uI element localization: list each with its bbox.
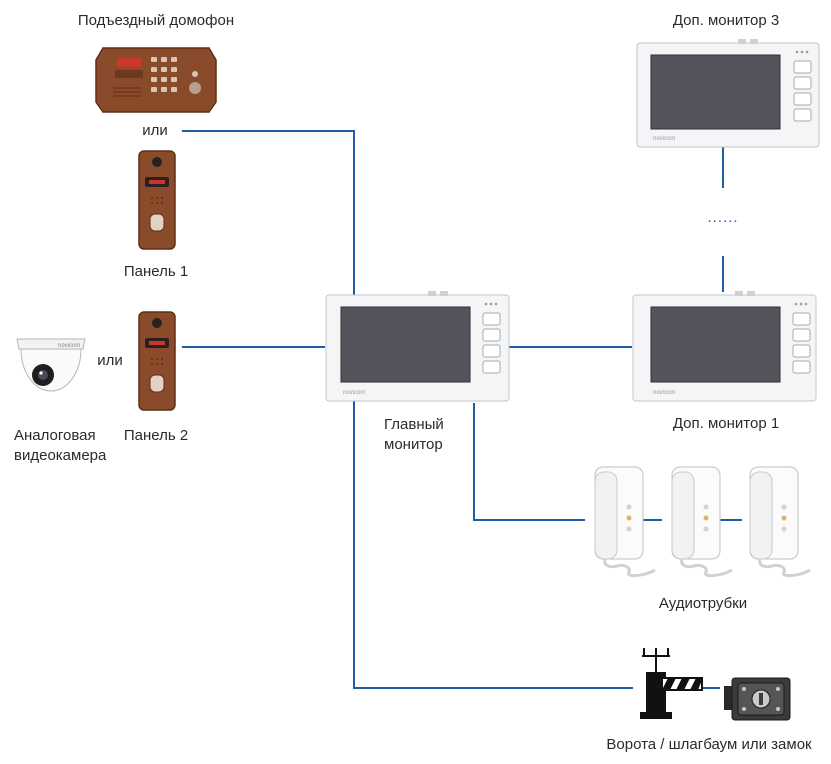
camera-label-line1: Аналоговая [14, 427, 96, 444]
handset-icon [749, 466, 811, 578]
brand-mark: novicom [653, 390, 675, 396]
lock-icon [724, 677, 791, 721]
audio-handsets-label: Аудиотрубки [658, 595, 748, 612]
handset-icon [671, 466, 733, 578]
brand-mark: novicom [653, 136, 675, 142]
main-monitor-label-line2: монитор [384, 436, 443, 453]
brand-mark: novicom [58, 343, 80, 349]
extra-monitor-1-label: Доп. монитор 1 [672, 415, 780, 432]
panel2-label: Панель 2 [123, 427, 189, 444]
dome-camera-icon: novicom [16, 338, 86, 392]
monitor-icon: novicom [636, 39, 820, 148]
gate-lock-label: Ворота / шлагбаум или замок [606, 736, 812, 753]
call-panel-icon [138, 150, 176, 250]
call-panel-icon [138, 311, 176, 411]
extra-monitor-3-label: Доп. монитор 3 [672, 12, 780, 29]
brand-mark: novicom [343, 390, 365, 396]
barrier-icon [640, 648, 703, 719]
camera-label-line2: видеокамера [14, 447, 107, 464]
or-label: или [97, 352, 123, 369]
door-intercom-label: Подъездный домофон [77, 12, 235, 29]
panel1-label: Панель 1 [123, 263, 189, 280]
or-label: или [142, 122, 168, 139]
continuation-dots: ...... [707, 209, 739, 226]
wire-main-handsets [473, 403, 585, 521]
monitor-icon: novicom [632, 291, 817, 402]
main-monitor-label-line1: Главный [384, 416, 444, 433]
handset-icon [594, 466, 656, 578]
door-intercom-icon [95, 47, 217, 113]
wire-main-bus [182, 130, 633, 689]
monitor-icon: novicom [325, 291, 510, 402]
